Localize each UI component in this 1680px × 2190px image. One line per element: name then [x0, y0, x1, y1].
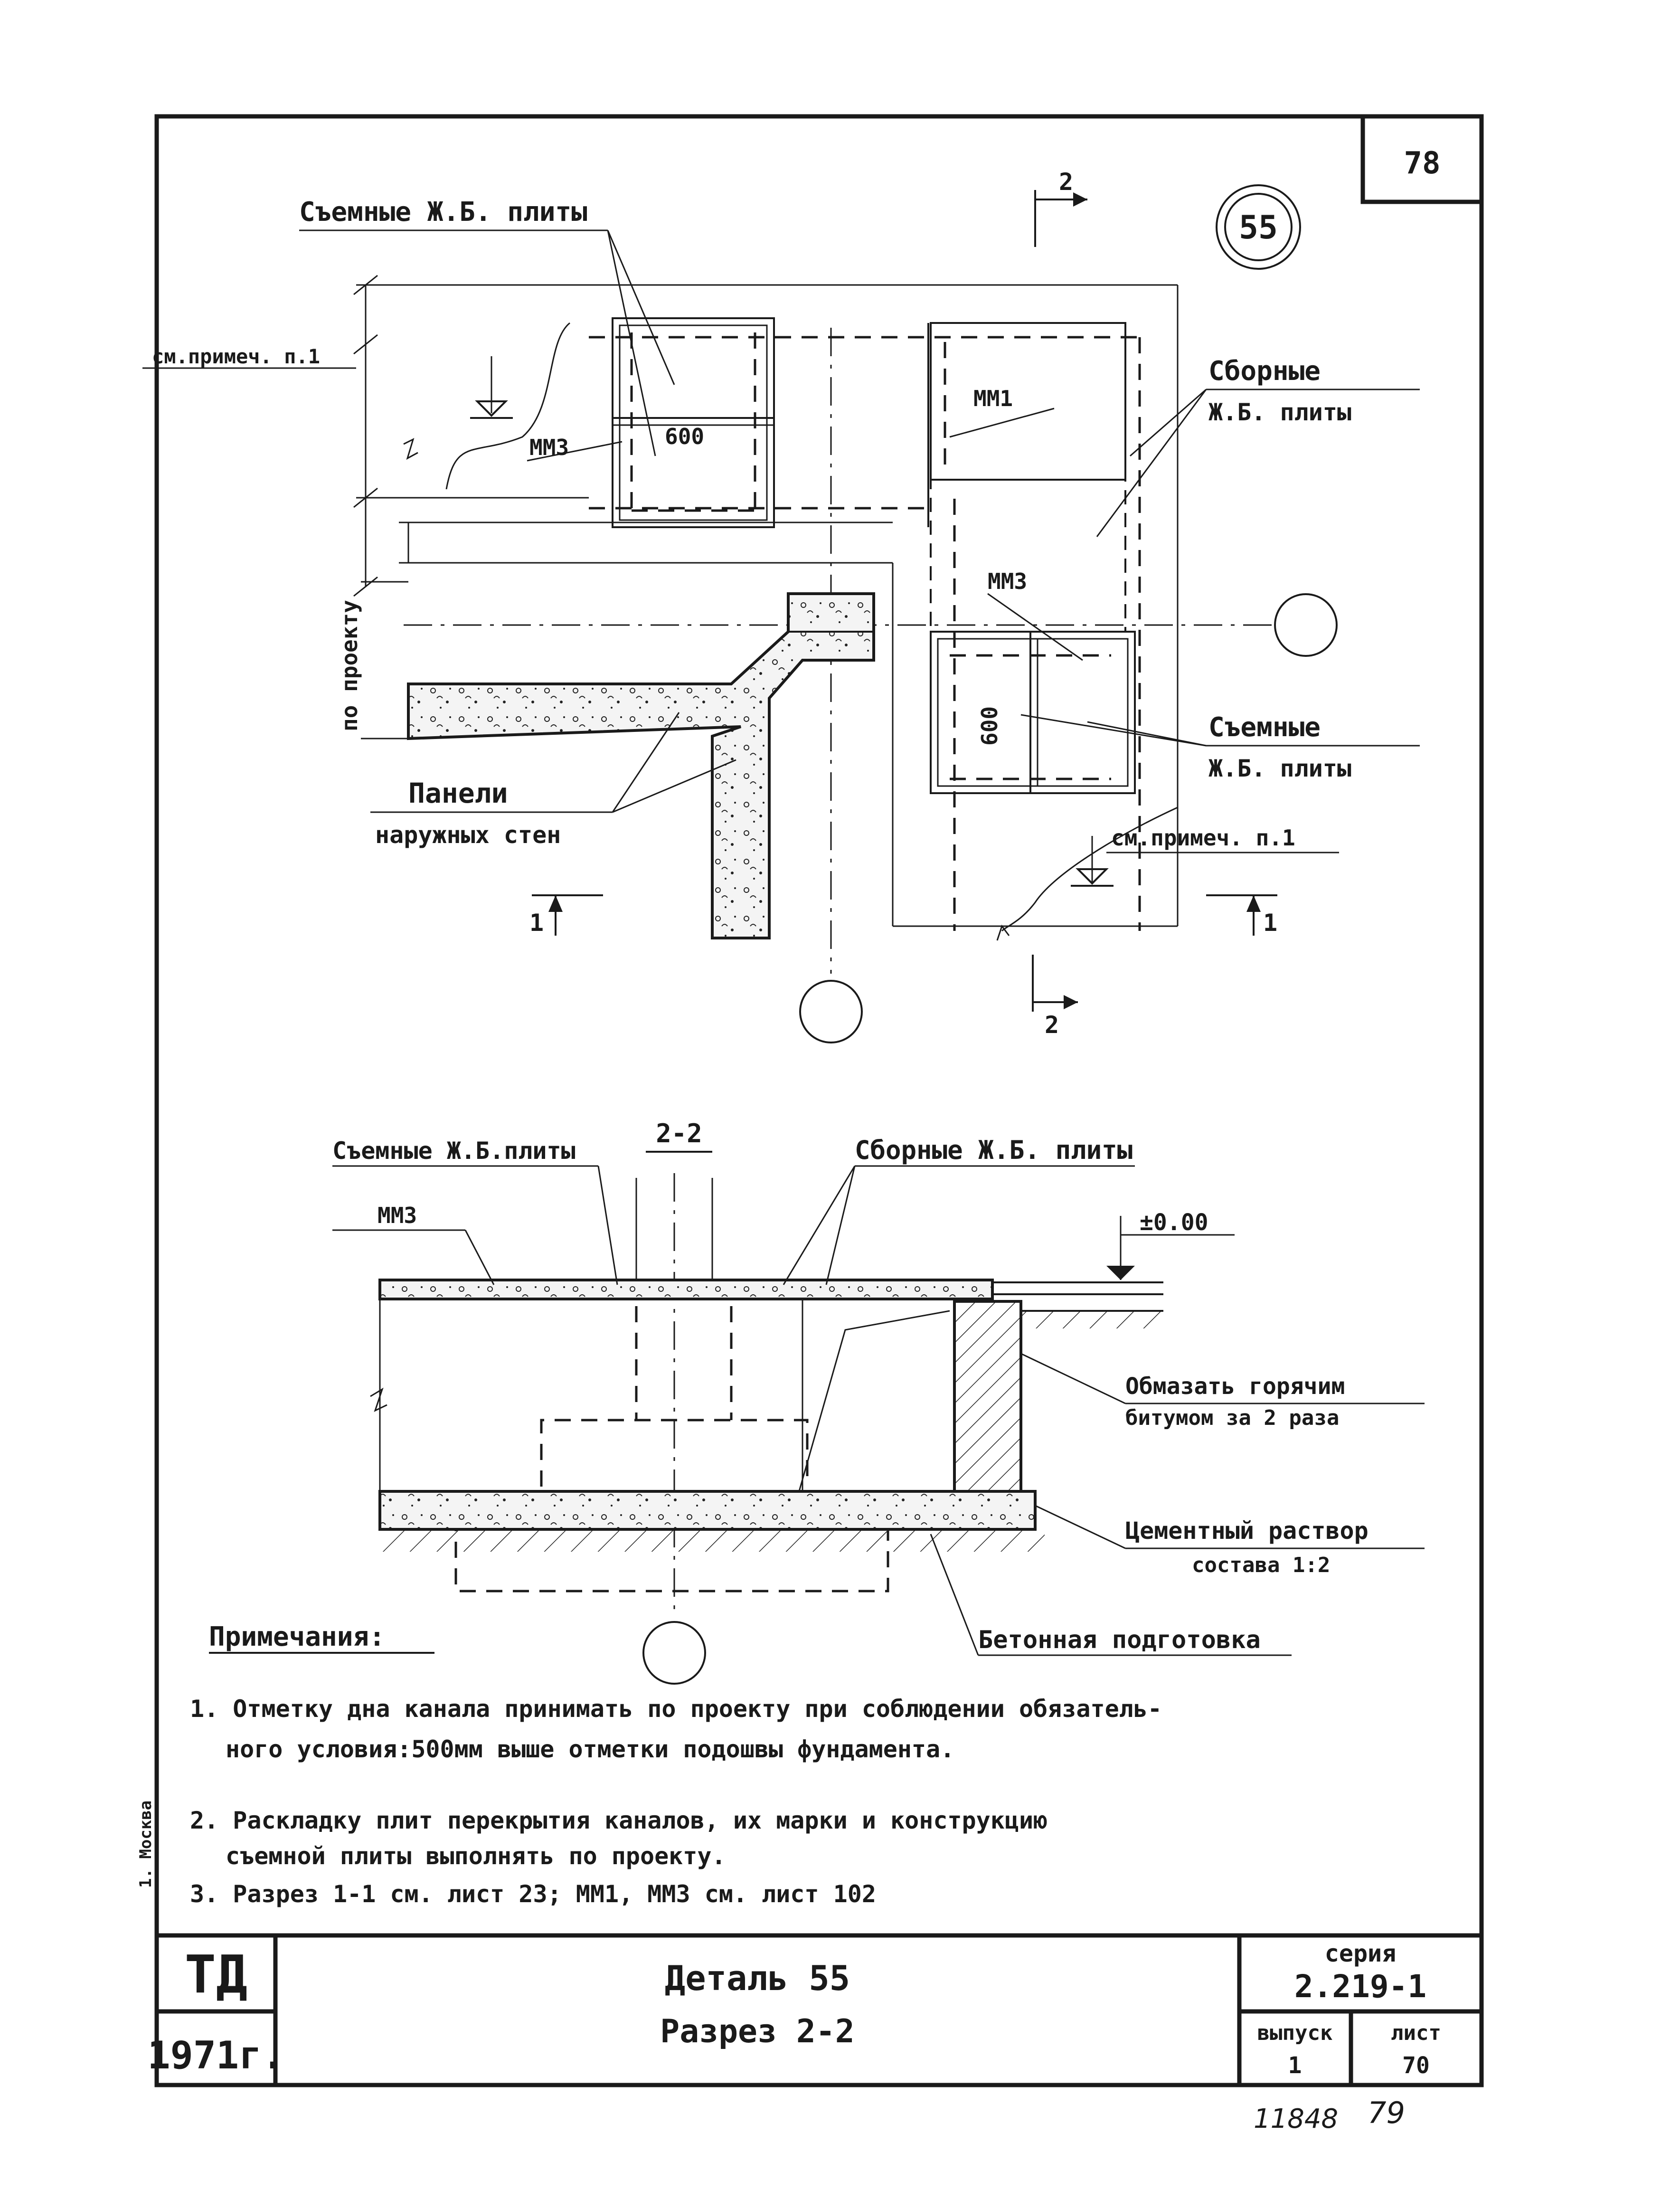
wall-panels	[407, 592, 875, 939]
label-removable-slabs-right-2: Ж.Б. плиты	[1208, 755, 1351, 782]
label-mm3-left: ММ3	[529, 435, 569, 460]
label-mm3-section: ММ3	[378, 1203, 417, 1228]
label-panels-2: наружных стен	[375, 821, 561, 849]
label-coat-2: битумом за 2 раза	[1125, 1406, 1339, 1430]
year: 1971г.	[148, 2033, 285, 2077]
detail-number-badge	[1216, 184, 1301, 270]
page-number: 78	[1404, 146, 1440, 181]
title-line-1: Деталь 55	[665, 1958, 850, 1998]
bottom-number-left: 11848	[1254, 2104, 1338, 2134]
dim-600-top: 600	[665, 424, 704, 449]
label-precast-section: Сборные Ж.Б. плиты	[855, 1135, 1133, 1165]
note-2-line-1: 2. Раскладку плит перекрытия каналов, их…	[190, 1807, 1048, 1834]
org-code: ТД	[185, 1944, 247, 2005]
label-panels: Панели	[408, 777, 508, 809]
label-see-note-right: см.примеч. п.1	[1111, 825, 1295, 851]
label-removable-section: Съемные Ж.Б.плиты	[332, 1137, 576, 1165]
section-mark-1-right: 1	[1263, 909, 1277, 937]
label-mm1: ММ1	[973, 386, 1013, 411]
dim-600-right: 600	[977, 706, 1002, 746]
note-1-line-2: ного условия:500мм выше отметки подошвы …	[226, 1735, 954, 1763]
title-block	[157, 1933, 1482, 2085]
section-title: 2-2	[656, 1119, 702, 1148]
label-removable-slabs-top: Съемные Ж.Б. плиты	[299, 197, 587, 228]
label-precast-slabs: Сборные	[1208, 356, 1321, 387]
label-removable-slabs-right: Съемные	[1208, 712, 1321, 743]
label-mortar: Цементный раствор	[1125, 1517, 1369, 1545]
label-coat: Обмазать горячим	[1125, 1373, 1345, 1400]
section-view	[332, 1151, 1425, 1685]
issue-label: выпуск	[1257, 2021, 1333, 2045]
note-1-line-1: 1. Отметку дна канала принимать по проек…	[190, 1695, 1162, 1723]
label-concrete-prep: Бетонная подготовка	[978, 1626, 1261, 1654]
note-2-line-2: съемной плиты выполнять по проекту.	[226, 1842, 726, 1870]
label-by-project: по проекту	[337, 600, 362, 731]
sheet-value: 70	[1402, 2052, 1430, 2079]
notes-heading: Примечания:	[209, 1621, 385, 1652]
plan-view	[142, 190, 1420, 1043]
level-mark: ±0.00	[1140, 1209, 1208, 1236]
section-mark-2-top: 2	[1059, 168, 1073, 196]
page-number-box	[1360, 114, 1484, 204]
title-line-2: Разрез 2-2	[660, 2013, 854, 2050]
bottom-number-right: 79	[1368, 2095, 1405, 2130]
label-precast-slabs-2: Ж.Б. плиты	[1208, 398, 1351, 426]
section-mark-1-left: 1	[529, 909, 544, 937]
series-label: серия	[1325, 1940, 1397, 1967]
series-value: 2.219-1	[1294, 1968, 1426, 2005]
side-stamp: 1. Москва	[136, 1801, 155, 1888]
section-mark-2-bottom: 2	[1045, 1011, 1059, 1039]
issue-value: 1	[1288, 2052, 1302, 2079]
label-mm3-right: ММ3	[988, 569, 1027, 594]
note-3: 3. Разрез 1-1 см. лист 23; ММ1, ММ3 см. …	[190, 1880, 876, 1908]
sheet-frame	[154, 114, 1484, 2087]
label-mortar-2: состава 1:2	[1192, 1553, 1330, 1577]
sheet-label: лист	[1391, 2021, 1441, 2045]
label-see-note-left: см.примеч. п.1	[152, 345, 320, 368]
detail-number: 55	[1239, 209, 1278, 246]
